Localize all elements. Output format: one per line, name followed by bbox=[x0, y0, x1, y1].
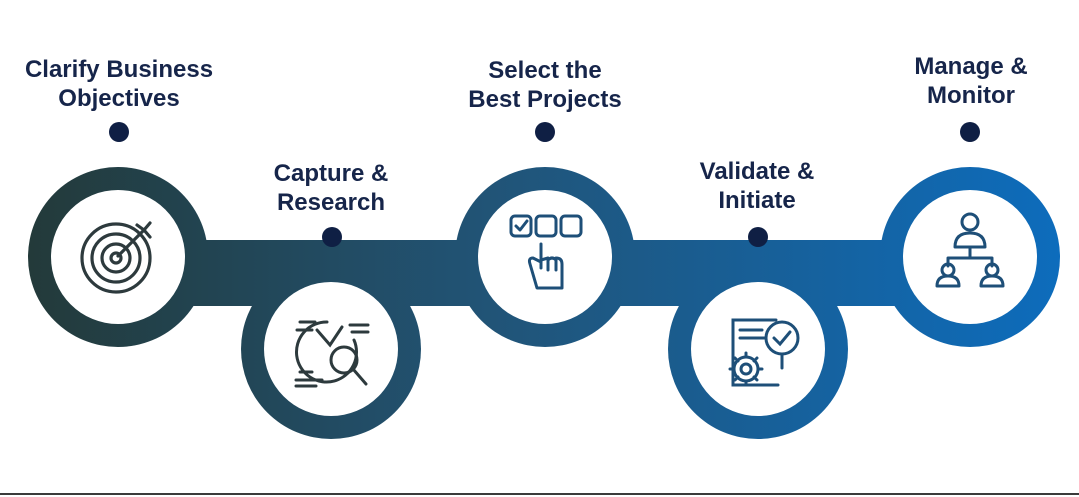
step-2-disc bbox=[264, 282, 398, 416]
step-4-label: Validate & Initiate bbox=[700, 157, 815, 215]
step-5-label: Manage & Monitor bbox=[914, 52, 1027, 110]
step-5-title-line1: Manage & bbox=[914, 53, 1028, 80]
step-2-dot bbox=[322, 227, 342, 247]
validate-document-gear-icon bbox=[728, 318, 800, 387]
target-icon bbox=[80, 221, 152, 294]
step-2-title-line1: Capture & bbox=[273, 160, 389, 187]
step-1-dot bbox=[109, 122, 129, 142]
step-4-title-line1: Validate & bbox=[699, 158, 815, 185]
connector-notch bbox=[423, 310, 452, 336]
selection-checkbox-hand-icon bbox=[509, 214, 583, 290]
research-magnifier-icon bbox=[294, 320, 370, 388]
step-5-dot bbox=[960, 122, 980, 142]
connector-notch bbox=[849, 310, 878, 336]
step-3-dot bbox=[535, 122, 555, 142]
step-4-title-line2: Initiate bbox=[718, 187, 796, 214]
step-2-title-line2: Research bbox=[276, 189, 386, 216]
bottom-divider bbox=[0, 493, 1079, 495]
connector-notch bbox=[637, 194, 665, 222]
step-3-disc bbox=[478, 190, 612, 324]
step-1-title-line1: Clarify Business bbox=[24, 56, 214, 83]
step-1-title-line2: Objectives bbox=[58, 85, 180, 112]
step-4-disc bbox=[691, 282, 825, 416]
step-2-label: Capture & Research bbox=[274, 159, 389, 217]
step-3-title-line1: Select the bbox=[488, 57, 602, 84]
connector-notch bbox=[210, 194, 238, 222]
step-3-label: Select the Best Projects bbox=[468, 56, 621, 114]
step-4-dot bbox=[748, 227, 768, 247]
step-5-title-line2: Monitor bbox=[927, 82, 1015, 109]
step-1-label: Clarify Business Objectives bbox=[25, 55, 213, 113]
step-3-title-line2: Best Projects bbox=[468, 86, 622, 113]
team-hierarchy-icon bbox=[935, 212, 1005, 288]
